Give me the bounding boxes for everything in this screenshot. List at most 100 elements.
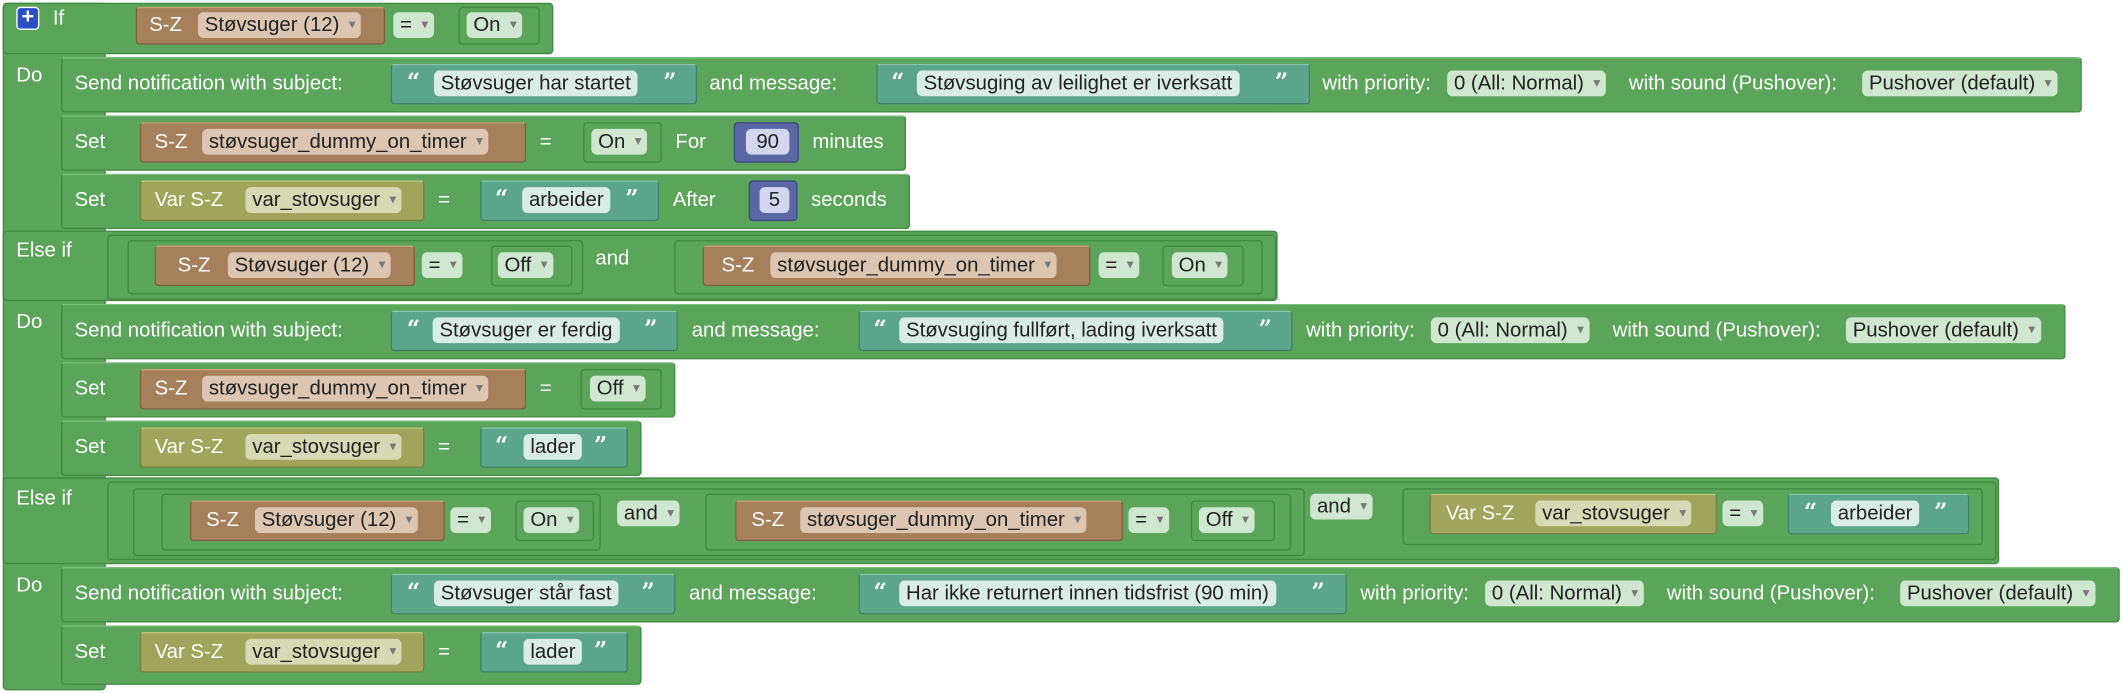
quote-open-icon: “ [406,579,421,607]
elseif-label-2: Else if [16,486,72,510]
and-dropdown[interactable]: and [1310,493,1373,520]
quote-close-icon: ” [641,579,655,607]
device-dropdown[interactable]: støvsuger_dummy_on_timer [202,375,489,402]
text-field[interactable]: Støvsuger er ferdig [432,317,620,344]
plus-square-icon[interactable]: + [16,6,40,30]
operator-dropdown[interactable]: = [450,507,491,534]
subject-label: Send notification with subject: [74,318,343,342]
device-tag: S-Z [206,508,239,532]
text-field[interactable]: Støvsuger har startet [434,70,638,97]
equals-label: = [438,640,450,664]
variable-tag: Var S-Z [154,435,224,459]
if-label: If [52,6,65,30]
text-field[interactable]: Har ikke returnert innen tidsfrist (90 m… [899,580,1276,607]
text-field[interactable]: lader [523,638,583,665]
number-field[interactable]: 90 [745,128,790,155]
variable-dropdown[interactable]: var_stovsuger [1535,500,1692,527]
quote-close-icon: ” [625,185,639,213]
operator-dropdown[interactable]: = [1098,252,1139,279]
text-field[interactable]: arbeider [522,187,611,213]
operator-dropdown[interactable]: = [393,12,434,38]
quote-close-icon: ” [594,637,608,665]
device-tag: S-Z [154,377,188,401]
number-field[interactable]: 5 [759,187,790,213]
message-label: and message: [689,581,817,605]
device-tag: S-Z [177,253,211,277]
state-dropdown[interactable]: Off [1198,507,1255,534]
message-label: and message: [709,71,838,95]
sound-dropdown[interactable]: Pushover (default) [1900,580,2095,607]
state-dropdown[interactable]: On [466,12,523,38]
text-field[interactable]: arbeider [1831,500,1920,527]
quote-close-icon: ” [663,69,677,97]
priority-label: with priority: [1306,318,1415,342]
sound-label: with sound (Pushover): [1666,581,1875,605]
quote-open-icon: “ [406,316,421,344]
do-label-2: Do [16,310,43,334]
quote-open-icon: “ [495,637,509,665]
operator-dropdown[interactable]: = [1128,507,1169,534]
do-label-1: Do [16,63,43,87]
state-dropdown[interactable]: Off [589,375,646,402]
quote-close-icon: ” [1934,499,1948,527]
quote-open-icon: “ [873,316,887,344]
equals-label: = [539,130,552,154]
unit-label: minutes [812,130,884,154]
and-dropdown[interactable]: and [617,500,680,527]
text-field[interactable]: Støvsuging fullført, lading iverksatt [899,317,1224,344]
message-label: and message: [691,318,820,342]
elseif-label-1: Else if [16,238,72,262]
quote-open-icon: “ [495,432,509,460]
quote-close-icon: ” [594,432,608,460]
set-label: Set [74,435,106,459]
subject-label: Send notification with subject: [74,71,343,95]
priority-dropdown[interactable]: 0 (All: Normal) [1430,317,1590,344]
priority-dropdown[interactable]: 0 (All: Normal) [1485,580,1644,607]
device-dropdown[interactable]: støvsuger_dummy_on_timer [770,252,1057,279]
set-label: Set [74,130,106,154]
device-dropdown[interactable]: støvsuger_dummy_on_timer [800,507,1087,534]
device-dropdown[interactable]: Støvsuger (12) [198,12,362,38]
unit-label: seconds [811,188,887,212]
quote-open-icon: “ [873,579,887,607]
device-dropdown[interactable]: Støvsuger (12) [254,507,419,534]
device-tag: S-Z [149,13,182,37]
variable-dropdown[interactable]: var_stovsuger [245,187,402,213]
text-field[interactable]: lader [523,434,583,460]
sound-dropdown[interactable]: Pushover (default) [1862,70,2057,97]
state-dropdown[interactable]: On [591,128,647,155]
priority-label: with priority: [1322,71,1431,95]
variable-dropdown[interactable]: var_stovsuger [245,434,402,460]
text-field[interactable]: Støvsuger står fast [434,580,619,607]
quote-close-icon: ” [1311,579,1325,607]
equals-label: = [438,188,450,212]
state-dropdown[interactable]: Off [497,252,554,279]
device-dropdown[interactable]: støvsuger_dummy_on_timer [202,128,489,155]
for-label: For [675,130,706,154]
priority-label: with priority: [1360,581,1469,605]
quote-close-icon: ” [1258,316,1272,344]
sound-dropdown[interactable]: Pushover (default) [1845,317,2041,344]
quote-open-icon: “ [891,69,905,97]
subject-label: Send notification with subject: [74,581,343,605]
sound-label: with sound (Pushover): [1612,318,1821,342]
equals-label: = [438,435,450,459]
operator-dropdown[interactable]: = [421,252,463,279]
priority-dropdown[interactable]: 0 (All: Normal) [1447,70,1606,97]
state-dropdown[interactable]: On [523,507,580,534]
device-dropdown[interactable]: Støvsuger (12) [227,252,391,279]
text-field[interactable]: Støvsuging av leilighet er iverksatt [916,70,1240,97]
set-label: Set [74,377,106,401]
do-label-3: Do [16,573,43,597]
operator-dropdown[interactable]: = [1722,500,1763,527]
variable-tag: Var S-Z [154,188,224,212]
sound-label: with sound (Pushover): [1628,71,1837,95]
device-tag: S-Z [751,508,785,532]
set-label: Set [74,188,106,212]
state-dropdown[interactable]: On [1171,252,1228,279]
variable-dropdown[interactable]: var_stovsuger [245,638,402,665]
and-label: and [595,246,630,270]
device-tag: S-Z [721,253,755,277]
equals-label: = [539,377,552,401]
